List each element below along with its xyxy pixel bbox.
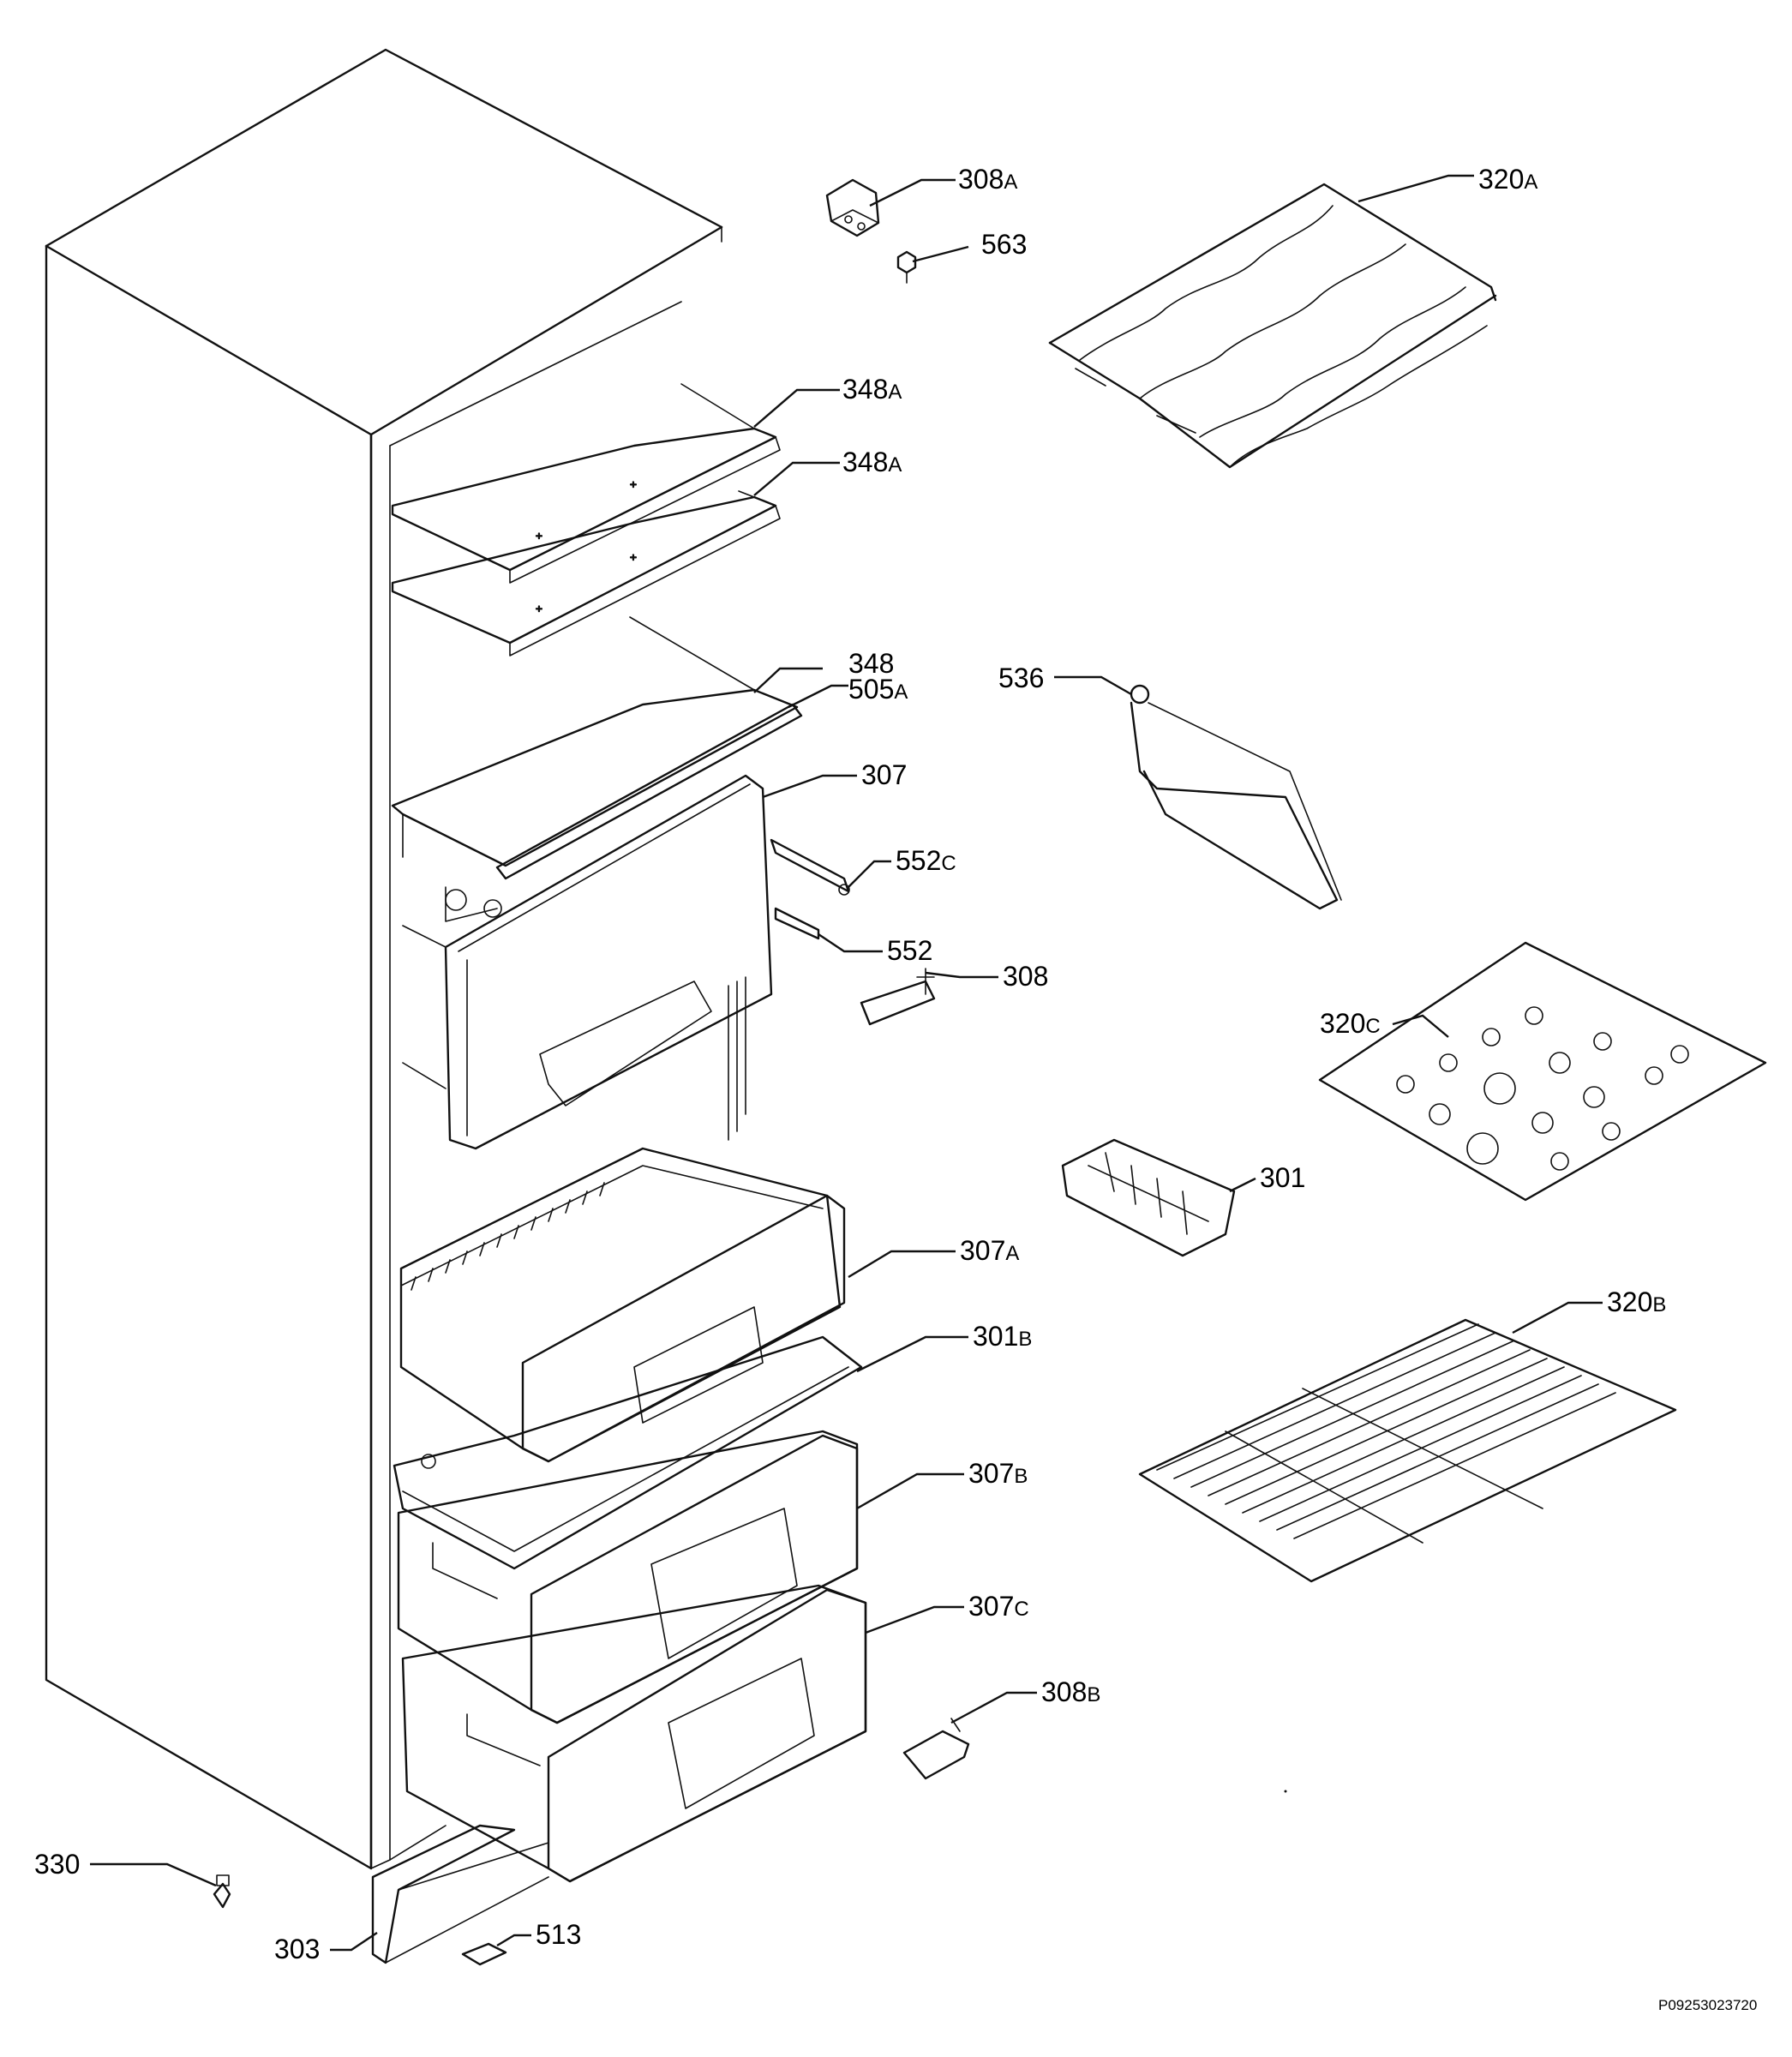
callout-330: 330: [34, 1849, 80, 1880]
drawer-307b: [397, 1430, 859, 1724]
callout-536: 536: [998, 663, 1044, 693]
callout-348: 348: [848, 648, 894, 679]
callout-307b: 307B: [968, 1458, 1028, 1489]
reference-code: P09253023720: [1658, 1997, 1757, 2013]
callout-307a: 307A: [960, 1235, 1019, 1266]
hinge-308b: [902, 1718, 970, 1780]
callout-348a-upper: 348A: [842, 374, 902, 405]
svg-text:+: +: [536, 531, 542, 543]
hinge-308: [860, 968, 936, 1026]
callout-labels: 308A 563 320A 348A 348A 348 505A 536 307…: [34, 164, 1666, 1964]
clip-513: [461, 1942, 507, 1966]
callout-301b: 301B: [973, 1321, 1032, 1352]
perforated-plate-320c: [1318, 941, 1767, 1202]
svg-text:+: +: [536, 603, 542, 616]
drawer-307c: [401, 1584, 867, 1883]
screw-563: [896, 250, 917, 284]
svg-text:+: +: [630, 552, 637, 565]
ice-tray-301: [1061, 1138, 1236, 1257]
callout-leaders: [90, 174, 1603, 1952]
shelf-348a-upper: + +: [391, 383, 781, 584]
callout-505a: 505A: [848, 674, 908, 705]
shelf-348-with-strip-505a: [391, 616, 803, 922]
callout-552c: 552C: [896, 845, 956, 876]
svg-text:+: +: [630, 479, 637, 492]
callout-320b: 320B: [1607, 1286, 1666, 1317]
hinge-308a: [825, 178, 880, 237]
callout-308b: 308B: [1041, 1676, 1100, 1707]
drawer-307a: [399, 1147, 846, 1463]
shelf-348a-lower: + +: [391, 490, 781, 657]
callout-513: 513: [536, 1919, 581, 1950]
callout-307c: 307C: [968, 1591, 1029, 1622]
callout-307: 307: [861, 759, 907, 790]
callout-552: 552: [887, 935, 932, 966]
callout-303: 303: [274, 1934, 320, 1964]
adjustable-foot-330: [213, 1874, 231, 1909]
callout-348a-lower: 348A: [842, 447, 902, 477]
drawer-307: [402, 774, 773, 1150]
callout-308: 308: [1003, 961, 1048, 992]
callout-563: 563: [981, 229, 1027, 260]
callout-308a: 308A: [958, 164, 1017, 195]
rail-552c: [770, 838, 850, 896]
divider-536: [1130, 684, 1342, 910]
callout-320c: 320C: [1320, 1008, 1381, 1039]
callout-301: 301: [1260, 1162, 1305, 1193]
rail-552: [774, 907, 820, 940]
callout-320a: 320A: [1478, 164, 1537, 195]
stray-dot: [1284, 1790, 1287, 1793]
tray-301b: [393, 1335, 863, 1570]
cabinet-body: [45, 48, 723, 1870]
plinth-303: [371, 1824, 549, 1964]
bottle-rack-320a: [1048, 183, 1497, 469]
wire-shelf-320b: [1138, 1318, 1677, 1583]
